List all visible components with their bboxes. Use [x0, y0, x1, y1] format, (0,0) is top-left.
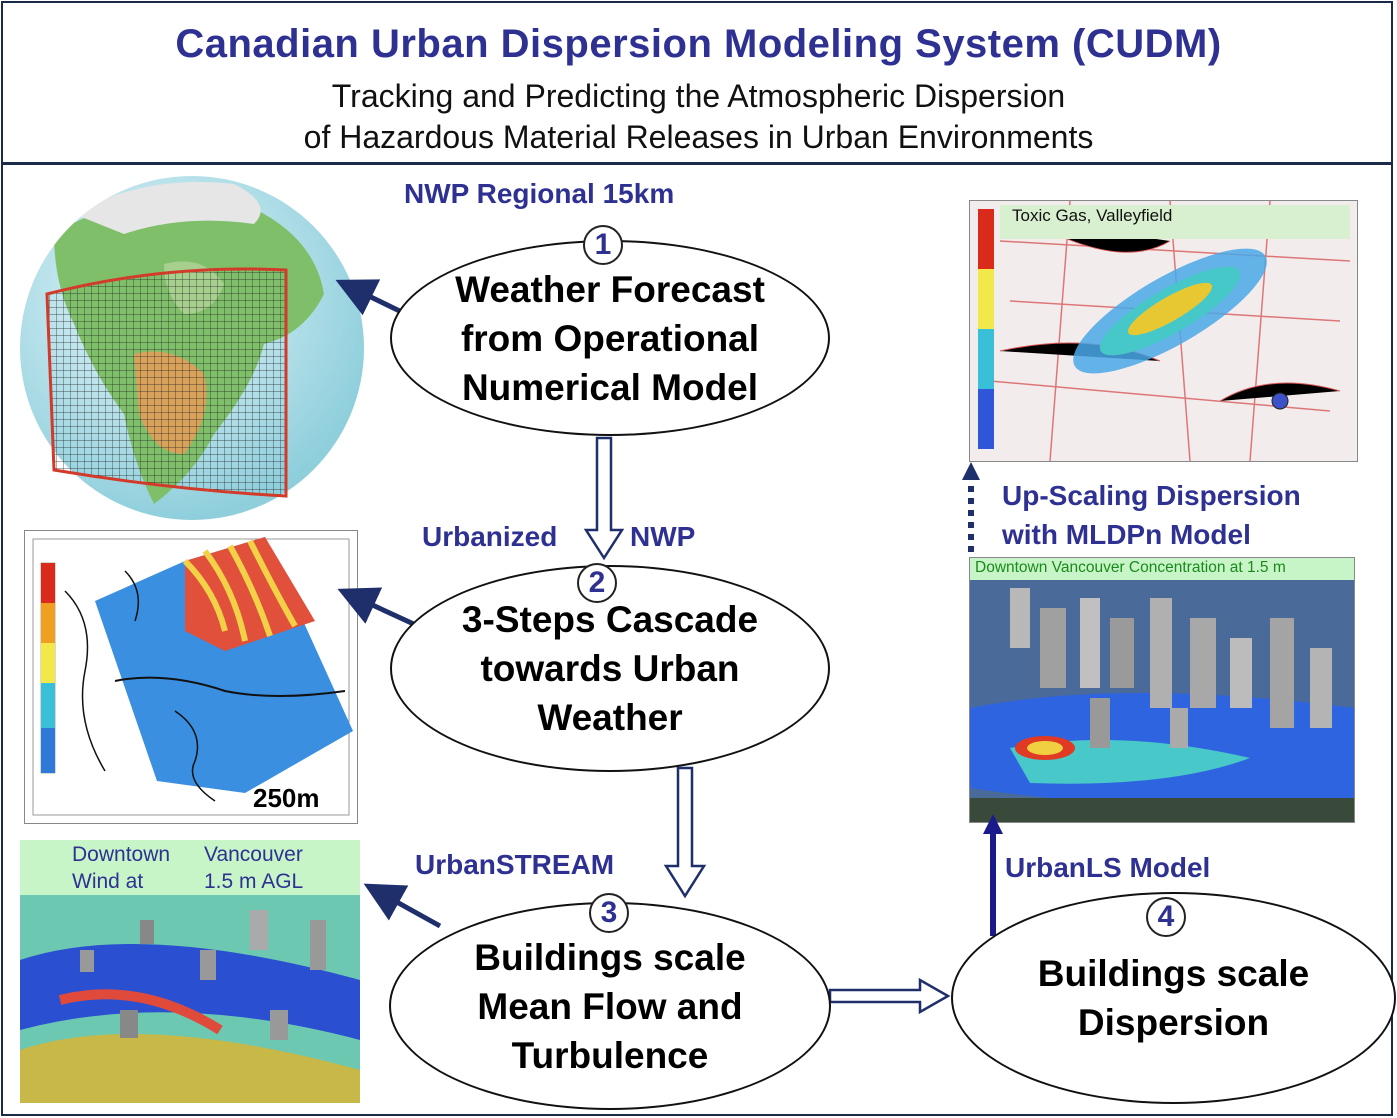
step1-number-badge: 1 — [583, 225, 623, 265]
wind-map-image: Downtown Vancouver Wind at 1.5 m AGL — [20, 840, 360, 1103]
step3-line-3: Turbulence — [511, 1034, 709, 1076]
step3-ellipse: Buildings scale Mean Flow and Turbulence — [389, 902, 831, 1110]
globe-grid-icon — [20, 176, 364, 520]
step1-line-1: Weather Forecast — [455, 268, 765, 310]
step1-label: NWP Regional 15km — [404, 178, 675, 209]
step1-line-2: from Operational — [460, 317, 760, 359]
step4-label: UrbanLS Model — [1005, 852, 1211, 883]
toxic-gas-map-image: Toxic Gas, Valleyfield — [969, 200, 1358, 462]
toxic-gas-caption: Toxic Gas, Valleyfield — [1012, 206, 1173, 225]
vancouver-3d-caption: Downtown Vancouver Concentration at 1.5 … — [975, 559, 1286, 576]
step2-line-3: Weather — [537, 697, 683, 738]
step2-line-2: towards Urban — [480, 648, 740, 689]
step2-line-1: 3-Steps Cascade — [461, 599, 759, 640]
cascade-map-caption: 250m — [253, 783, 320, 813]
arrow-step1-to-step2 — [583, 436, 625, 561]
subtitle-line-1: Tracking and Predicting the Atmospheric … — [331, 78, 1066, 114]
arrow-step3-to-step4 — [828, 977, 951, 1015]
step2-label-left: Urbanized — [422, 521, 558, 552]
step2-label-right: NWP — [630, 521, 696, 552]
step1-ellipse: Weather Forecast from Operational Numeri… — [390, 240, 830, 436]
step2-number-badge: 2 — [577, 563, 617, 603]
step3-line-2: Mean Flow and — [477, 985, 743, 1027]
wind-caption-agl: 1.5 m AGL — [204, 870, 304, 893]
step4-line-1: Buildings scale — [1037, 953, 1310, 994]
step2-ellipse: 3-Steps Cascade towards Urban Weather — [390, 565, 830, 772]
subtitle-line-2: of Hazardous Material Releases in Urban … — [303, 119, 1094, 155]
step4-number-badge: 4 — [1146, 897, 1186, 937]
vancouver-3d-image: Downtown Vancouver Concentration at 1.5 … — [969, 557, 1355, 823]
wind-caption-vancouver: Vancouver — [204, 843, 303, 866]
main-title: Canadian Urban Dispersion Modeling Syste… — [175, 22, 1222, 66]
arrow-to-cascade-map — [337, 587, 420, 629]
arrow-step2-to-step3 — [663, 766, 707, 899]
step4-line-2: Dispersion — [1077, 1002, 1270, 1043]
main-panel — [1, 163, 1393, 1116]
globe-image — [14, 174, 370, 522]
step3-label: UrbanSTREAM — [415, 849, 615, 880]
wind-caption-downtown: Downtown — [72, 843, 171, 866]
step1-line-3: Numerical Model — [461, 366, 759, 408]
upscaling-line-2: with MLDPn Model — [1002, 519, 1251, 550]
step3-line-1: Buildings scale — [474, 936, 746, 978]
wind-caption-wind-at: Wind at — [72, 870, 144, 893]
arrow-to-wind-map — [363, 883, 442, 929]
upscaling-line-1: Up-Scaling Dispersion — [1002, 480, 1301, 511]
step3-number-badge: 3 — [589, 893, 629, 933]
cascade-map-image: 250m — [24, 530, 358, 824]
